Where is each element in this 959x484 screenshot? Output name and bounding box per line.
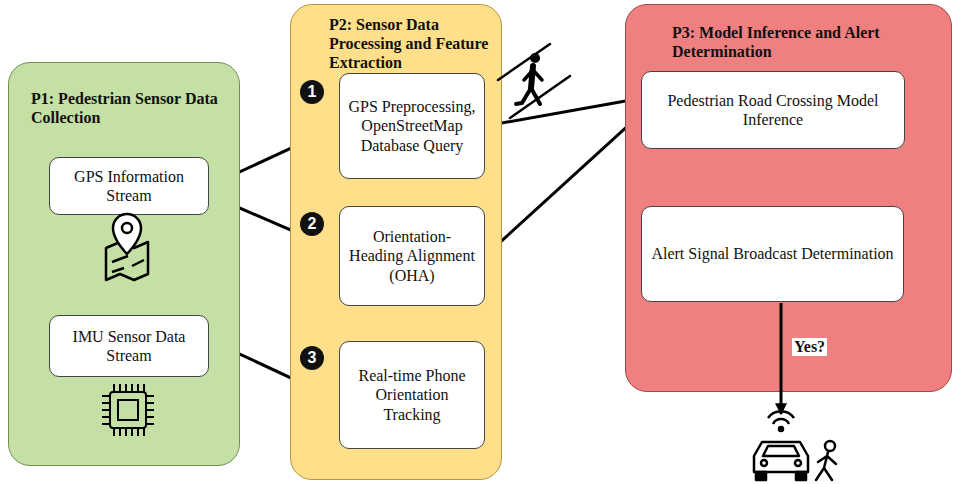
phase-panel: P2: Sensor Data Processing and Feature E… [290,4,502,480]
car-icon [754,411,808,480]
callout-number: 3 [300,346,324,370]
decision-label: Yes? [792,338,827,356]
box-text: IMU Sensor Data Stream [58,327,200,365]
process-box: Alert Signal Broadcast Determination [641,206,904,302]
pedestrian-icon [498,44,570,118]
phase-panel: P1: Pedestrian Sensor Data CollectionGPS… [8,62,240,466]
flow-arrow [485,98,641,126]
box-text: GPS Information Stream [58,167,200,205]
process-box: Orientation-Heading Alignment (OHA) [339,206,485,306]
process-box: Real-time Phone Orientation Tracking [339,341,485,449]
box-text: Alert Signal Broadcast Determination [651,244,893,263]
panel-heading: P1: Pedestrian Sensor Data Collection [31,89,231,127]
pedestrian-figure [816,441,836,480]
callout-number: 1 [300,80,324,104]
process-box: GPS Information Stream [49,157,209,215]
process-box: GPS Preprocessing, OpenStreetMap Databas… [339,73,485,179]
panel-heading: P2: Sensor Data Processing and Feature E… [329,15,495,73]
box-text: GPS Preprocessing, OpenStreetMap Databas… [348,97,476,155]
chip-icon [102,384,154,436]
box-text: Real-time Phone Orientation Tracking [348,366,476,424]
process-box: IMU Sensor Data Stream [49,315,209,377]
box-text: Pedestrian Road Crossing Model Inference [650,91,896,129]
phase-panel: P3: Model Inference and Alert Determinat… [625,4,952,392]
box-text: Orientation-Heading Alignment (OHA) [348,227,476,285]
process-box: Pedestrian Road Crossing Model Inference [641,71,905,149]
panel-heading: P3: Model Inference and Alert Determinat… [672,23,902,61]
callout-number: 2 [300,212,324,236]
flow-arrow [485,114,641,256]
map-icon [106,214,148,280]
alert-arrow [781,303,782,414]
